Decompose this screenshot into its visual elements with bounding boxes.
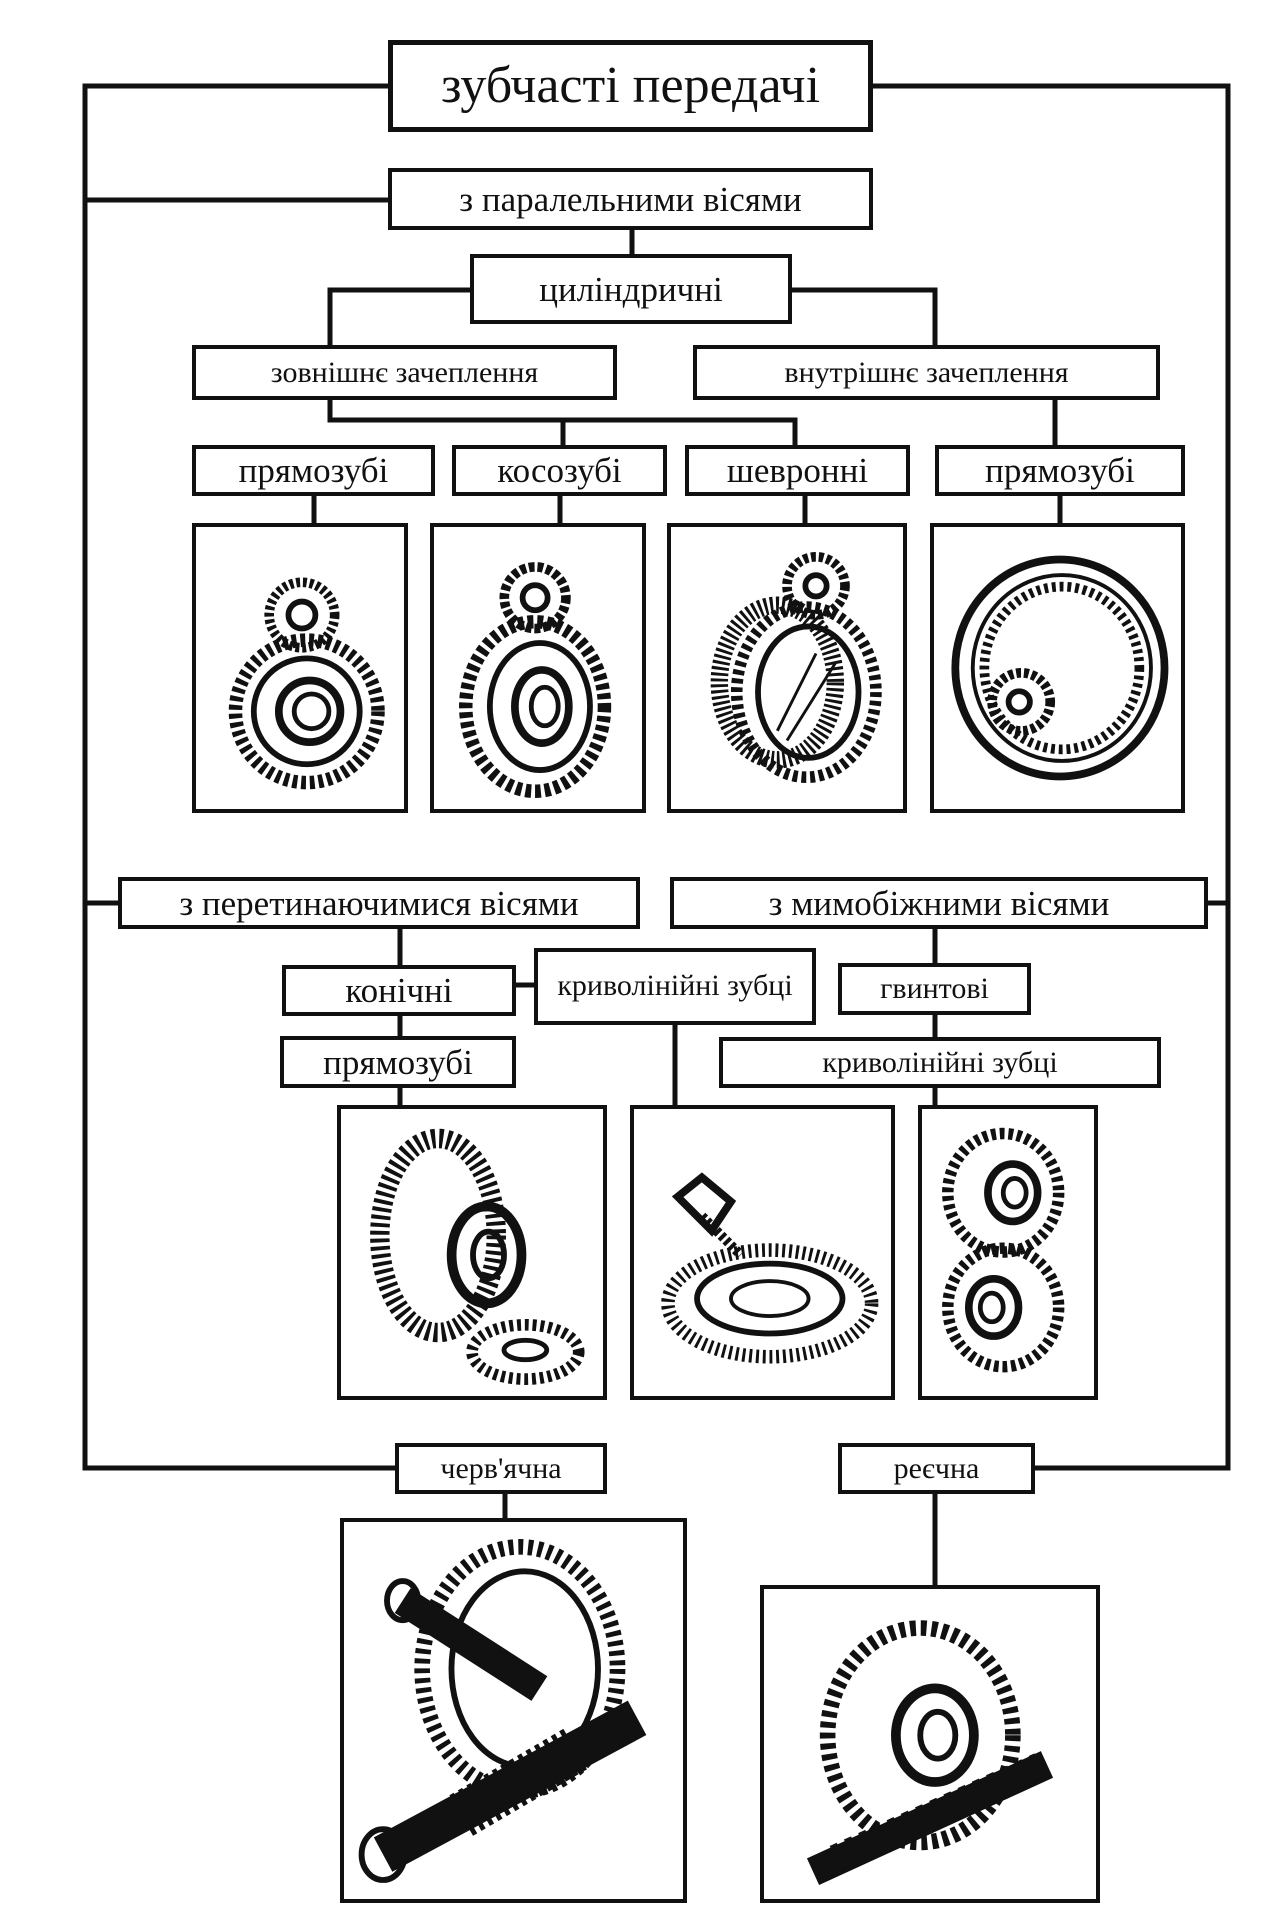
internal-gear-icon <box>930 523 1185 813</box>
external-engagement-box: зовнішнє зачеплення <box>192 345 617 400</box>
rack-box: реєчна <box>838 1443 1035 1494</box>
herringbone-type-box: шевронні <box>685 445 910 496</box>
spiral-bevel-gears-icon <box>630 1105 895 1400</box>
spur-type-box: прямозубі <box>192 445 435 496</box>
rack-and-pinion-icon <box>760 1585 1100 1903</box>
intersecting-axes-box: з перетинаючимися вісями <box>118 877 640 929</box>
straight-bevel-gears-icon <box>337 1105 607 1400</box>
curved-teeth-bevel-box: криволінійні зубці <box>534 948 816 1025</box>
helical-type-box: косозубі <box>452 445 667 496</box>
internal-engagement-box: внутрішнє зачеплення <box>693 345 1160 400</box>
curved-teeth-skew-box: криволінійні зубці <box>719 1037 1161 1088</box>
herringbone-gears-icon <box>667 523 907 813</box>
crossed-helical-gears-icon <box>918 1105 1098 1400</box>
bevel-box: конічні <box>282 965 516 1016</box>
page-title: зубчасті передачі <box>388 40 873 132</box>
skew-axes-box: з мимобіжними вісями <box>670 877 1208 929</box>
helical-skew-box: гвинтові <box>838 963 1031 1015</box>
spur-gears-icon <box>192 523 408 813</box>
straight-bevel-box: прямозубі <box>280 1036 516 1088</box>
internal-spur-type-box: прямозубі <box>935 445 1185 496</box>
worm-gear-icon <box>340 1518 687 1903</box>
parallel-axes-box: з паралельними вісями <box>388 168 873 230</box>
worm-box: черв'ячна <box>395 1443 607 1494</box>
helical-gears-icon <box>430 523 646 813</box>
cylindrical-box: циліндричні <box>470 254 792 324</box>
